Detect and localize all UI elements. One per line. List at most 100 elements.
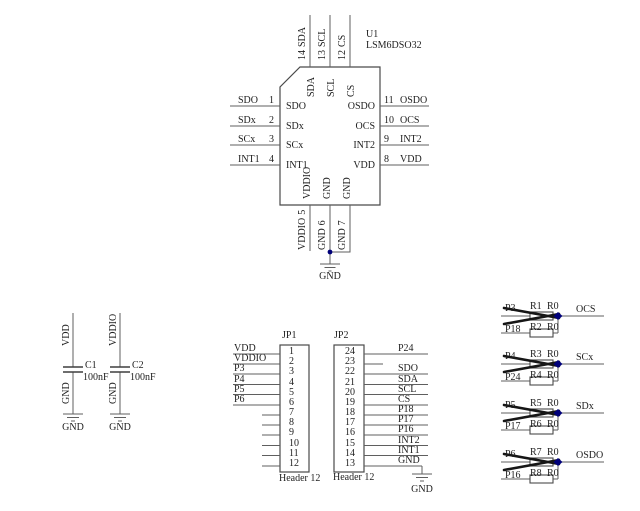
- gnd-symbol: [320, 263, 340, 272]
- gnd-symbol: [110, 413, 130, 422]
- resistor-value: R0: [547, 301, 559, 312]
- header-pin-number: 2: [289, 356, 294, 367]
- junction-dot: [553, 360, 563, 368]
- net-label: OSDO: [576, 450, 604, 461]
- resistor-ref: R1: [530, 301, 542, 312]
- net-label: P17: [505, 421, 521, 432]
- net-label: SDx: [576, 401, 594, 412]
- header-pin-number: 19: [345, 397, 355, 408]
- net-label: P24: [505, 372, 521, 383]
- label-part: SCL: [317, 28, 328, 47]
- resistor-value: R0: [547, 419, 559, 430]
- net-label: SDx: [238, 115, 256, 126]
- header-pin-number: 7: [289, 407, 294, 418]
- pin-number: 8: [384, 154, 389, 165]
- net-label: P18: [398, 404, 414, 415]
- net-label: P6: [234, 394, 245, 405]
- pin-number: 4: [269, 154, 274, 165]
- header-pin-number: 11: [289, 447, 299, 459]
- ic-pin-name: SDA: [306, 76, 317, 97]
- ic-left-wires: [230, 105, 280, 166]
- net-label: VDD: [400, 154, 422, 165]
- dnp-cross: [502, 403, 561, 423]
- resistor-ref: R4: [530, 370, 542, 381]
- ic-pin-name: OSDO: [347, 101, 375, 112]
- net-label: INT2: [398, 434, 420, 446]
- header-pin-number: 9: [289, 427, 294, 438]
- header-refdes: JP2: [334, 330, 349, 341]
- net-label: INT1: [238, 154, 260, 165]
- net-label: P4: [505, 351, 516, 362]
- resistor-value: R0: [547, 322, 559, 333]
- ic-pin-name: SDx: [286, 121, 304, 132]
- header-jp2-symbol[interactable]: [333, 344, 432, 482]
- header-pin-number: 10: [289, 437, 299, 449]
- header-pin-number: 22: [345, 366, 355, 377]
- ic-pin-name: INT2: [353, 140, 375, 151]
- ic-top-pin-label: 12CS: [337, 35, 348, 60]
- net-label: P6: [505, 449, 516, 460]
- net-label: P24: [398, 343, 414, 354]
- header-pin-number: 12: [289, 458, 299, 469]
- header-pin-number: 18: [345, 407, 355, 418]
- net-label: VDDIO: [234, 353, 267, 364]
- ic-pin-name: GND: [342, 177, 353, 199]
- pin-number: 11: [384, 95, 394, 106]
- header-body: [279, 344, 310, 473]
- header-pin-number: 17: [345, 417, 355, 428]
- ic-bottom-pin-label: GND7: [337, 220, 348, 250]
- capacitor-plates: [63, 366, 83, 373]
- ic-top-pin-label: 13 SCL: [317, 28, 328, 60]
- resistor-value: R0: [547, 349, 559, 360]
- header-pin-number: 21: [345, 376, 355, 388]
- ic-right-wires: [380, 105, 429, 166]
- header-pin-number: 20: [345, 386, 355, 398]
- resistor-value: R0: [547, 468, 559, 479]
- gnd-label: GND: [109, 422, 131, 433]
- cap-value: 100nF: [83, 372, 109, 383]
- header-pin-number: 24: [345, 346, 355, 357]
- ic-pin-name: SDO: [286, 101, 307, 112]
- label-part: 5: [297, 209, 308, 215]
- header-type: Header 12: [279, 473, 321, 484]
- net-label: INT2: [400, 134, 422, 145]
- ic-pin-name: OCS: [355, 121, 375, 132]
- resistor-group-osdo[interactable]: [501, 452, 604, 484]
- net-label: P5: [234, 383, 245, 395]
- header-pin-number: 1: [289, 346, 294, 357]
- cap-refdes: C2: [132, 360, 144, 371]
- junction-dot: [553, 409, 563, 417]
- ic-pin-name: INT1: [286, 160, 308, 171]
- ic-pin-name: GND: [322, 177, 333, 199]
- label-part: GND: [317, 228, 328, 250]
- resistor-group-ocs[interactable]: [501, 306, 604, 338]
- ic-symbol[interactable]: [230, 15, 429, 272]
- ic-pin-name: SCx: [286, 140, 304, 151]
- junction-dot: [553, 458, 563, 466]
- ic-pin-name: SCL: [326, 78, 337, 97]
- resistor-group-sdx[interactable]: [501, 403, 604, 435]
- gnd-symbol: [412, 473, 432, 482]
- capacitor-c2-symbol[interactable]: [110, 313, 130, 422]
- resistor-value: R0: [547, 447, 559, 458]
- header-pin-number: 3: [289, 366, 294, 377]
- pin-number: 2: [269, 115, 274, 126]
- ic-refdes: U1: [366, 29, 379, 40]
- net-label: VDD: [61, 324, 72, 346]
- label-part: 13: [317, 50, 328, 60]
- capacitor-c1-symbol[interactable]: [63, 313, 83, 422]
- ic-pin-name: CS: [346, 84, 357, 97]
- resistor-r8: [529, 474, 554, 484]
- dnp-cross: [502, 354, 561, 374]
- resistor-ref: R3: [530, 349, 542, 360]
- header-pin-number: 23: [345, 356, 355, 367]
- pin-number: 1: [269, 95, 274, 106]
- resistor-group-scx[interactable]: [501, 354, 604, 386]
- net-label: GND: [398, 455, 420, 466]
- header-jp1-symbol[interactable]: [233, 344, 310, 473]
- label-part: 6: [317, 220, 328, 226]
- pin-number: 3: [269, 134, 274, 145]
- resistor-r2: [529, 328, 554, 338]
- net-label: P16: [398, 424, 414, 435]
